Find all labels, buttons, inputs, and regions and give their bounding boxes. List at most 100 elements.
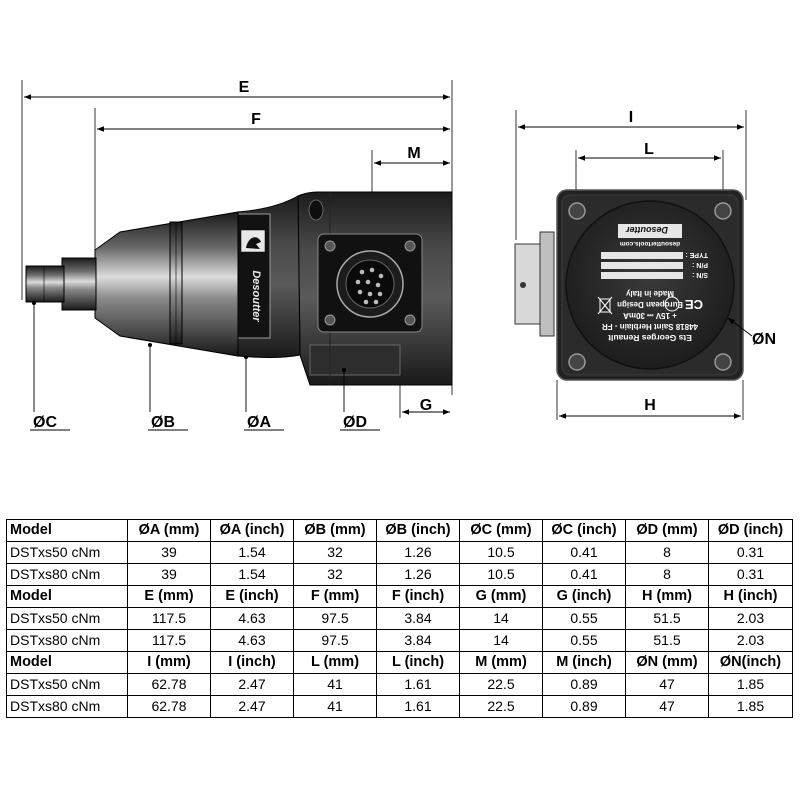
dim-label-oa: ØA bbox=[247, 414, 271, 431]
approval-icon bbox=[664, 296, 680, 312]
model-cell: DSTxs80 cNm bbox=[6, 629, 128, 652]
value-cell: 22.5 bbox=[459, 673, 543, 696]
tool-side-view: Desoutter bbox=[21, 79, 453, 431]
value-cell: 47 bbox=[625, 695, 709, 718]
value-cell: 1.61 bbox=[376, 673, 460, 696]
value-cell: 2.03 bbox=[708, 629, 793, 652]
value-cell: 0.89 bbox=[542, 695, 626, 718]
column-header: M (inch) bbox=[542, 651, 626, 674]
label-line-5: Made in Italy bbox=[625, 289, 674, 298]
column-header: ØB (mm) bbox=[293, 519, 377, 542]
dim-label-oc: ØC bbox=[33, 414, 57, 431]
column-header: ØC (mm) bbox=[459, 519, 543, 542]
column-header: E (inch) bbox=[210, 585, 294, 608]
dim-label-l: L bbox=[644, 141, 654, 158]
column-header: G (mm) bbox=[459, 585, 543, 608]
value-cell: 1.61 bbox=[376, 695, 460, 718]
label-field-type: TYPE : bbox=[685, 251, 708, 258]
value-cell: 47 bbox=[625, 673, 709, 696]
model-cell: DSTxs50 cNm bbox=[6, 607, 128, 630]
column-header: L (inch) bbox=[376, 651, 460, 674]
value-cell: 2.47 bbox=[210, 695, 294, 718]
value-cell: 2.47 bbox=[210, 673, 294, 696]
value-cell: 39 bbox=[127, 563, 211, 586]
value-cell: 1.85 bbox=[708, 673, 793, 696]
label-line-4: European Design bbox=[617, 300, 683, 309]
value-cell: 8 bbox=[625, 563, 709, 586]
value-cell: 0.31 bbox=[708, 541, 793, 564]
column-header: ØD (mm) bbox=[625, 519, 709, 542]
dim-label-on: ØN bbox=[752, 331, 776, 348]
dim-label-f: F bbox=[251, 111, 261, 128]
tool-rear-view: Ets Georges Renault 44818 Saint Herblain… bbox=[514, 109, 776, 420]
column-header: ØB (inch) bbox=[376, 519, 460, 542]
value-cell: 2.03 bbox=[708, 607, 793, 630]
label-field-pn: P/N : bbox=[692, 261, 708, 268]
column-header: H (mm) bbox=[625, 585, 709, 608]
label-line-2: 44818 Saint Herblain - FR bbox=[602, 322, 698, 331]
value-cell: 39 bbox=[127, 541, 211, 564]
dim-label-i: I bbox=[629, 109, 633, 126]
value-cell: 117.5 bbox=[127, 629, 211, 652]
value-cell: 97.5 bbox=[293, 607, 377, 630]
value-cell: 1.54 bbox=[210, 541, 294, 564]
value-cell: 0.41 bbox=[542, 541, 626, 564]
column-header: Model bbox=[6, 519, 128, 542]
value-cell: 1.26 bbox=[376, 563, 460, 586]
value-cell: 0.55 bbox=[542, 629, 626, 652]
value-cell: 1.26 bbox=[376, 541, 460, 564]
dim-label-m: M bbox=[407, 145, 420, 162]
value-cell: 0.31 bbox=[708, 563, 793, 586]
column-header: E (mm) bbox=[127, 585, 211, 608]
column-header: ØD (inch) bbox=[708, 519, 793, 542]
column-header: ØA (mm) bbox=[127, 519, 211, 542]
label-website: desouttertools.com bbox=[620, 240, 681, 247]
column-header: G (inch) bbox=[542, 585, 626, 608]
label-brand: Desoutter bbox=[626, 225, 669, 235]
value-cell: 62.78 bbox=[127, 673, 211, 696]
column-header: ØN (mm) bbox=[625, 651, 709, 674]
value-cell: 62.78 bbox=[127, 695, 211, 718]
column-header: F (mm) bbox=[293, 585, 377, 608]
value-cell: 97.5 bbox=[293, 629, 377, 652]
value-cell: 1.54 bbox=[210, 563, 294, 586]
column-header: H (inch) bbox=[708, 585, 793, 608]
value-cell: 4.63 bbox=[210, 607, 294, 630]
column-header: ØC (inch) bbox=[542, 519, 626, 542]
dim-label-h: H bbox=[644, 397, 656, 414]
technical-drawing: Desoutter bbox=[21, 79, 776, 431]
value-cell: 4.63 bbox=[210, 629, 294, 652]
dim-label-od: ØD bbox=[343, 414, 367, 431]
ce-mark: CE bbox=[685, 297, 703, 312]
value-cell: 41 bbox=[293, 673, 377, 696]
value-cell: 8 bbox=[625, 541, 709, 564]
bin-icon bbox=[599, 298, 611, 313]
model-cell: DSTxs50 cNm bbox=[6, 673, 128, 696]
value-cell: 14 bbox=[459, 629, 543, 652]
model-cell: DSTxs50 cNm bbox=[6, 541, 128, 564]
column-header: M (mm) bbox=[459, 651, 543, 674]
column-header: F (inch) bbox=[376, 585, 460, 608]
value-cell: 3.84 bbox=[376, 629, 460, 652]
dim-label-ob: ØB bbox=[151, 414, 175, 431]
value-cell: 117.5 bbox=[127, 607, 211, 630]
column-header: Model bbox=[6, 651, 128, 674]
value-cell: 41 bbox=[293, 695, 377, 718]
value-cell: 51.5 bbox=[625, 629, 709, 652]
value-cell: 0.55 bbox=[542, 607, 626, 630]
value-cell: 14 bbox=[459, 607, 543, 630]
column-header: I (inch) bbox=[210, 651, 294, 674]
column-header: ØA (inch) bbox=[210, 519, 294, 542]
value-cell: 10.5 bbox=[459, 563, 543, 586]
column-header: L (mm) bbox=[293, 651, 377, 674]
brand-logo: Desoutter bbox=[250, 270, 262, 322]
dim-label-g: G bbox=[420, 397, 432, 414]
model-cell: DSTxs80 cNm bbox=[6, 563, 128, 586]
